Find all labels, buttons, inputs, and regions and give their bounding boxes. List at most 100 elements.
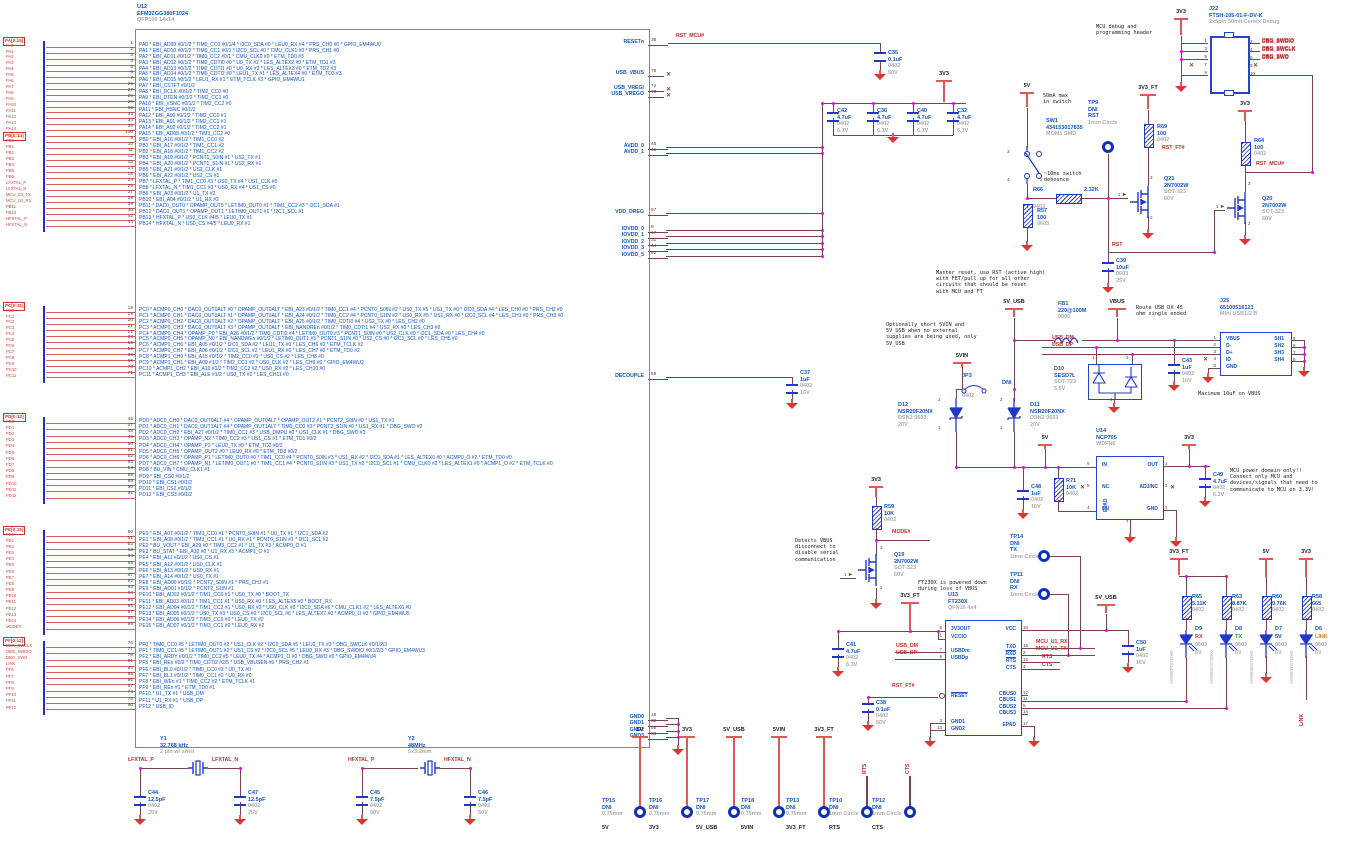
net-label-RTS: RTS: [862, 763, 868, 774]
port-connector-bar: [43, 641, 45, 716]
wire: [1042, 347, 1220, 349]
TP17-size: 0.75mm: [696, 811, 717, 818]
pin-functions: PE10 * EBI_AD02 #0/1/2 * TIM1_CC0 #1 * U…: [139, 592, 289, 599]
wire: [956, 389, 958, 398]
net-label-mcu_u1_tx: MCU_U1_TX: [1036, 646, 1067, 652]
pin-functions: PB14 * HFXTAL_N * US0_CS #4/5 * LEU0_RX …: [139, 221, 251, 228]
pin-functions: PA8 * EBI_DCLK #0/1/2 * TIM2_CC0 #0: [139, 89, 229, 96]
u13-pin-number: 1: [939, 633, 942, 639]
pin-net-label: PC5: [6, 337, 15, 343]
resistor: [1144, 124, 1154, 148]
TP9-ref: TP9: [1088, 100, 1099, 106]
tp-net: 5VIN: [741, 825, 754, 831]
pin-number: 19: [127, 311, 133, 317]
part-R66-ref: R66: [1033, 187, 1044, 193]
pin-number: 32: [651, 719, 657, 724]
pin-wire: [46, 341, 135, 343]
ground-stub: [837, 667, 839, 671]
pin-net-label: PA13: [6, 119, 16, 125]
power-net-label: 3V3_FT: [1138, 85, 1158, 91]
net-label-usb_dm: USB_DM: [896, 643, 918, 649]
part-C47-val: 12.5pF: [248, 796, 266, 803]
pin-number: 15: [127, 171, 133, 177]
pin-wire: [46, 435, 135, 437]
wire: [1181, 36, 1183, 76]
wire: [1117, 318, 1119, 340]
pin-functions: PD5 * ADC0_CH5 * OPAMP_OUT2 #0 * LEU0_RX…: [139, 448, 298, 455]
pin-name: AVDD_1: [623, 149, 644, 155]
pin-number: 49: [127, 435, 133, 441]
tp-stub: [909, 776, 911, 807]
j25-pin-number: 5: [1213, 364, 1216, 369]
pin-number: 64: [127, 554, 133, 560]
led-part-number: 150060YS75000: [1289, 650, 1294, 684]
pin-number: 66: [127, 566, 133, 572]
note-maxvbus: Maximum 10uF on VBUS: [1198, 391, 1261, 397]
pin-functions: PB5 * EBI_A21 #0/1/2 * US2_CLK #1: [139, 166, 223, 173]
q21-mosfet: [1128, 184, 1158, 220]
j22-net: DBG_SWCLK: [1262, 47, 1296, 53]
d11-pin: 1: [1000, 425, 1003, 430]
pin-net-label: PE12: [6, 605, 17, 611]
ground-stub: [791, 399, 793, 403]
q19-gate-arrow: ▸: [849, 572, 853, 578]
part-R71-ref: R71: [1066, 478, 1077, 484]
pin-net-label: PE6: [6, 568, 14, 574]
pin-functions: PB7 * LFXTAL_P * TIM1_CC0 #3 * US0_TX #4…: [139, 178, 278, 185]
ground-stub: [1129, 533, 1131, 537]
wire: [362, 768, 364, 796]
pin-functions: PA12 * EBI_A00 #0/1/2 * TIM2_CC0 #1: [139, 112, 227, 119]
R65-ref: R65: [1192, 594, 1203, 600]
pin-functions: PC5 * ACMP0_CH5 * OPAMP_N0 * EBI_NANDWEn…: [139, 336, 458, 343]
u13-pin-name: CBUS2: [999, 704, 1016, 710]
port-flag: PB[0:14]: [3, 132, 26, 141]
j25-box: [1220, 332, 1292, 376]
wire: [1306, 576, 1308, 596]
u14-pin-name: GND: [1146, 506, 1158, 512]
pin-net-label: PE4: [6, 556, 14, 562]
pin-wire: [46, 47, 135, 49]
part-R66-val: 2.32K: [1084, 187, 1099, 193]
j22-pin-number-right: 2: [1250, 39, 1253, 44]
pin-number: 24: [127, 177, 133, 183]
u14-epad-name: EPAD: [1103, 498, 1109, 512]
TP10-dot: [861, 806, 873, 818]
pin-name: GND1: [629, 720, 644, 726]
ground-stub: [1303, 367, 1305, 371]
part-Q21-pkg: SOT-323: [1164, 189, 1187, 196]
pin-wire: [46, 429, 135, 431]
power-bar: [1140, 94, 1156, 96]
pin-wire: [648, 725, 668, 727]
TP18-size: 0.75mm: [741, 811, 762, 818]
q21-pin: 2: [1150, 215, 1153, 220]
wire: [1290, 340, 1304, 342]
pin-name: GND2: [629, 727, 644, 733]
part-C32-ref: C32: [957, 108, 968, 114]
j25-pin-name: SH1: [1274, 336, 1284, 342]
part-D10-val: SESD7L: [1054, 372, 1076, 379]
pin-wire: [46, 166, 135, 168]
part-Q20-ref: Q20: [1262, 196, 1273, 202]
pin-number: 56: [127, 347, 133, 353]
pin-net-label: PA9: [6, 95, 14, 101]
pin-net-label: PD10: [6, 480, 17, 486]
j22-pin-number-left: 9: [1204, 71, 1207, 76]
resistor: [1056, 194, 1082, 204]
wire: [1020, 630, 1128, 632]
wire: [666, 731, 678, 733]
mcu-package: QFP100 14x14: [137, 17, 175, 24]
net-label-mode: MODE#: [892, 529, 911, 535]
pin-functions: PC10 * ACMP1_CH2 * EBI_A10 #1/2 * TIM2_C…: [139, 366, 326, 373]
part-R57-val: 100: [1037, 214, 1047, 221]
part-Y2-ref: Y2: [408, 736, 415, 742]
part-C45-volt: 50V: [370, 809, 380, 816]
pin-net-label: PD0: [6, 418, 15, 424]
power-stub: [875, 487, 877, 497]
pin-net-label: PC9: [6, 360, 15, 366]
part-C39-ref: C39: [1116, 258, 1127, 264]
pin-wire: [46, 479, 135, 480]
pin-wire: [46, 696, 135, 698]
part-Q19-pkg: SOT-323: [894, 565, 917, 572]
